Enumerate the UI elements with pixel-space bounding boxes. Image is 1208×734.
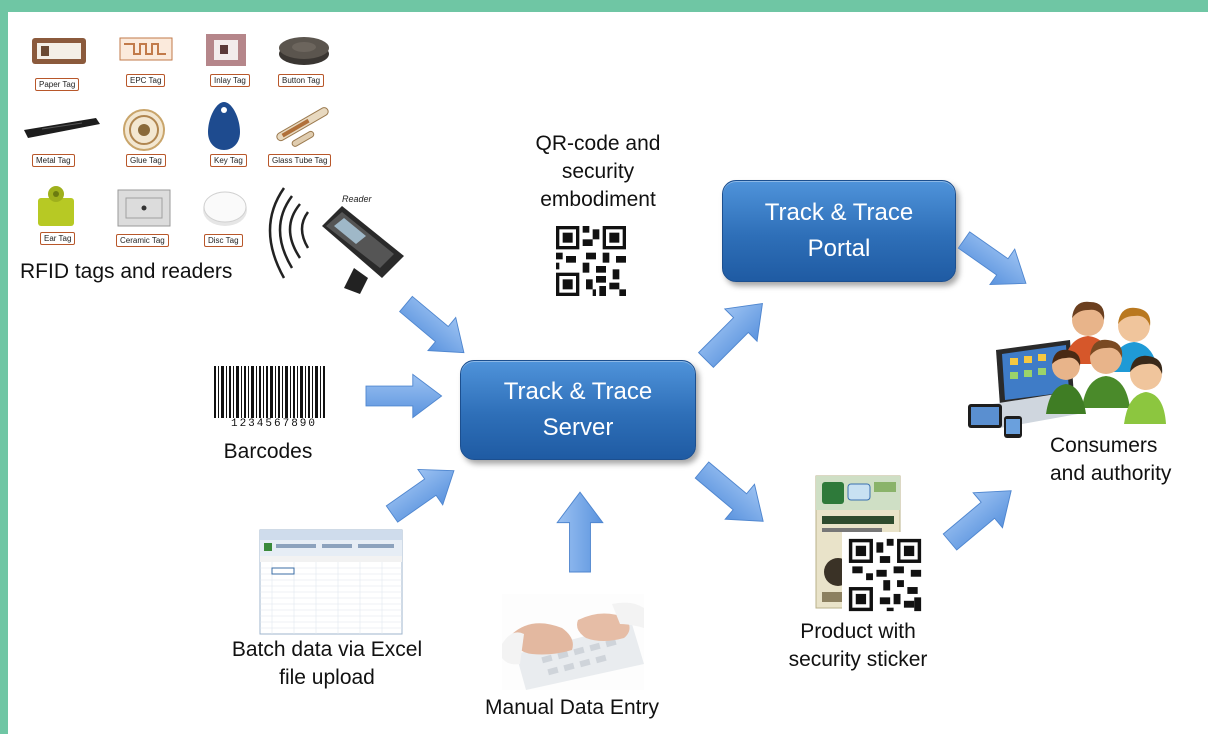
arrow-barcode-to-server [365,373,443,419]
server-label: Track & Trace Server [503,378,653,441]
glass-tube-tag-icon [276,107,329,147]
arrow-excel-to-server [379,452,467,533]
consumers-caption: Consumers and authority [1050,434,1172,485]
rfid-reader-icon [268,187,404,294]
tag-label-metal: Metal Tag [32,154,75,167]
rfid-caption: RFID tags and readers [20,260,233,283]
excel-caption: Batch data via Excel file upload [231,638,423,689]
button-tag-icon [279,37,329,65]
disc-tag-icon [203,191,247,226]
key-tag-icon [208,102,240,150]
qr-code-icon [556,226,626,296]
reader-label: Reader [342,194,372,204]
metal-tag-icon [24,118,100,138]
track-trace-portal-box: Track & Trace Portal [722,180,956,282]
tag-label-button: Button Tag [278,74,325,87]
tag-label-glass-tube: Glass Tube Tag [268,154,332,167]
ceramic-tag-icon [117,189,171,227]
tag-label-key: Key Tag [210,154,247,167]
tag-label-paper: Paper Tag [35,78,80,91]
consumers-devices-icon [968,301,1166,438]
barcode-icon [214,366,325,418]
paper-tag-icon [32,38,86,64]
arrow-manual-to-server [556,491,604,573]
arrow-server-to-portal [689,286,780,377]
barcode-digits: 1234567890 [230,418,317,430]
manual-entry-caption: Manual Data Entry [485,696,659,719]
arrow-portal-to-consumers [951,221,1039,302]
tag-label-ceramic: Ceramic Tag [116,234,169,247]
barcode-caption: Barcodes [223,440,313,463]
tag-label-glue: Glue Tag [126,154,166,167]
track-trace-server-box: Track & Trace Server [460,360,696,460]
tag-label-disc: Disc Tag [204,234,243,247]
keyboard-typing-icon [502,594,644,690]
tag-label-ear: Ear Tag [40,232,76,245]
inlay-tag-icon [206,34,246,66]
tag-label-epc: EPC Tag [126,74,166,87]
glue-tag-icon [123,109,165,151]
ear-tag-icon [38,186,74,226]
security-sticker-qr-icon [842,532,928,618]
arrow-rfid-to-server [391,287,479,370]
tag-label-inlay: Inlay Tag [210,74,250,87]
qr-caption: QR-code and security embodiment [535,132,661,211]
diagram-canvas: Paper Tag EPC Tag Inlay Tag Button Tag M… [8,12,1208,734]
product-caption: Product with security sticker [788,620,928,671]
arrow-server-to-product [686,452,779,540]
excel-spreadsheet-icon [259,529,403,635]
arrow-product-to-consumers [934,472,1027,560]
epc-tag-icon [119,37,173,61]
portal-label: Track & Trace Portal [764,199,914,262]
